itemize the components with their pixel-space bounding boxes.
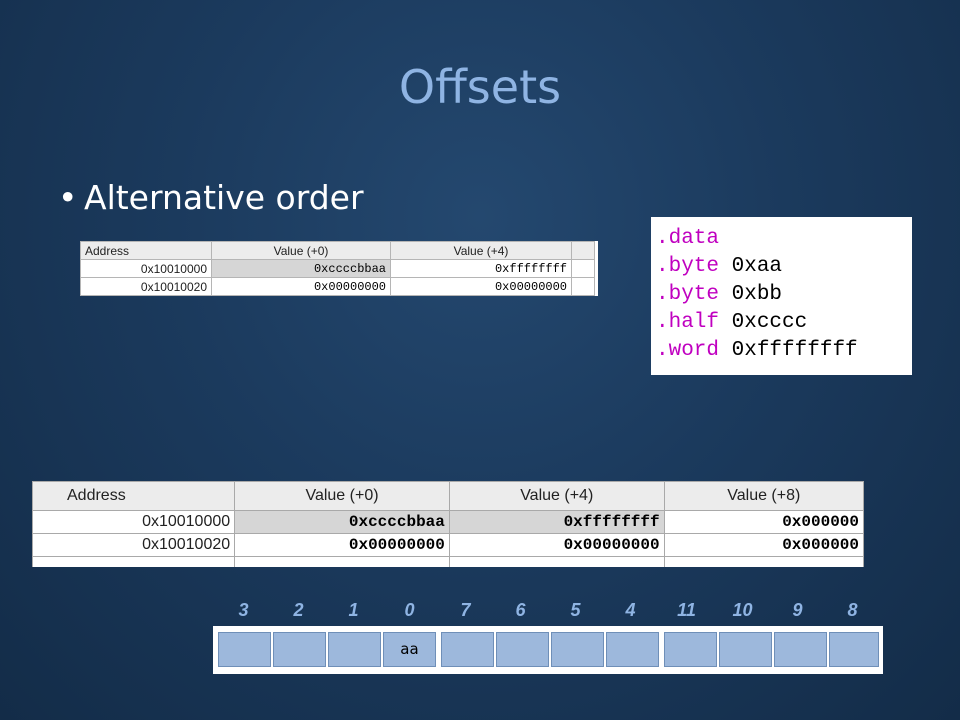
table-row: 0x10010020 0x00000000 0x00000000 [80,277,595,296]
byte-cell [441,632,494,667]
byte-index-label: 1 [348,600,359,620]
value-cell: 0x00000000 [234,533,450,557]
column-header-address: Address [32,481,236,511]
byte-cell [606,632,659,667]
byte-index-label: 8 [847,600,858,620]
memory-table-large: Address Value (+0) Value (+4) Value (+8)… [32,481,864,567]
byte-cell [774,632,827,667]
byte-cell-row: aa [213,626,883,674]
column-header-value-4: Value (+4) [448,481,665,511]
address-cell: 0x10010020 [80,277,212,296]
value-cell: 0x000000 [663,510,864,534]
value-cell: 0x00000000 [448,533,665,557]
directive-value: 0xaa [731,255,783,278]
bullet-item: •Alternative order [58,178,364,217]
table-row: 0x10010000 0xccccbbaa 0xffffffff 0x00000… [32,510,864,534]
byte-cell [218,632,271,667]
code-line: .byte 0xaa [656,253,912,281]
code-line: .half 0xcccc [656,309,912,337]
column-header-value-0: Value (+0) [234,481,450,511]
byte-index-label: 9 [792,600,803,620]
table-row: 0x10010020 0x00000000 0x00000000 0x00000… [32,533,864,557]
value-cell: 0xffffffff [448,510,665,534]
value-cell [571,259,595,278]
value-cell: 0x000000 [663,533,864,557]
directive: .half [656,311,720,334]
address-cell: 0x10010020 [32,533,236,557]
bullet-dot-icon: • [58,178,78,217]
directive: .byte [656,283,720,306]
value-cell [571,277,595,296]
table-row [32,556,864,567]
byte-index-label: 11 [677,600,696,620]
directive-value: 0xcccc [731,311,808,334]
byte-index-label: 10 [732,600,753,620]
code-line: .word 0xffffffff [656,337,912,365]
byte-index-label: 7 [460,600,471,620]
column-header-value-0: Value (+0) [211,241,391,260]
code-line: .data [656,225,912,253]
column-header-value-8: Value (+8) [663,481,864,511]
byte-index-label: 3 [238,600,249,620]
column-header-value-4: Value (+4) [390,241,572,260]
column-header-address: Address [80,241,212,260]
byte-index-label: 4 [625,600,636,620]
byte-index-label: 5 [570,600,581,620]
byte-index-label: 6 [515,600,526,620]
memory-table-small: Address Value (+0) Value (+4) 0x10010000… [80,241,598,296]
directive-value: 0xffffffff [731,339,858,362]
directive: .data [656,227,720,250]
byte-cell [719,632,772,667]
address-cell: 0x10010000 [80,259,212,278]
value-cell: 0xffffffff [390,259,572,278]
code-listing: .data .byte 0xaa .byte 0xbb .half 0xcccc… [651,217,912,375]
byte-cell [496,632,549,667]
byte-cell [328,632,381,667]
code-line: .byte 0xbb [656,281,912,309]
byte-index-label: 2 [293,600,304,620]
value-cell: 0xccccbbaa [211,259,391,278]
byte-index-label: 0 [404,600,415,620]
table-row: 0x10010000 0xccccbbaa 0xffffffff [80,259,595,278]
directive-value: 0xbb [731,283,783,306]
address-cell: 0x10010000 [32,510,236,534]
column-header-extra [571,241,595,260]
value-cell: 0x00000000 [390,277,572,296]
byte-cell [551,632,604,667]
byte-cell [829,632,879,667]
bullet-text: Alternative order [84,178,364,217]
slide-title: Offsets [398,60,562,114]
value-cell: 0xccccbbaa [234,510,450,534]
byte-cell [664,632,717,667]
byte-cell [273,632,326,667]
byte-cell: aa [383,632,436,667]
directive: .word [656,339,720,362]
value-cell: 0x00000000 [211,277,391,296]
directive: .byte [656,255,720,278]
